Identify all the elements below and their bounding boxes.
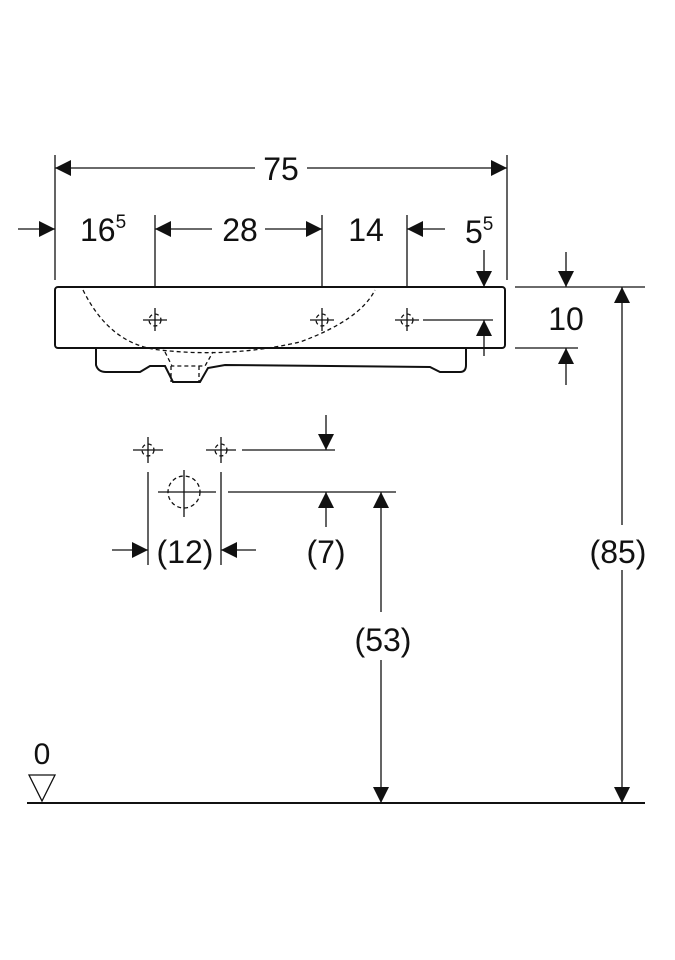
dim-label-12: (12) xyxy=(157,534,214,570)
dim-label-16-5: 165 xyxy=(80,212,126,248)
crosshair-icon xyxy=(206,437,236,463)
crosshair-icon xyxy=(310,308,334,331)
crosshair-icon xyxy=(143,308,167,331)
dim-label-53: (53) xyxy=(355,622,412,658)
dim-rim-depth: 10 xyxy=(515,252,645,385)
dim-label-85: (85) xyxy=(590,534,647,570)
drain-markers: (7) (12) xyxy=(112,415,396,570)
dim-label-75: 75 xyxy=(263,151,299,187)
dim-label-5-5: 55 xyxy=(465,214,493,250)
washbasin-outline xyxy=(54,286,506,383)
crosshair-icon xyxy=(395,308,419,331)
dim-total-height: (85) xyxy=(590,287,647,803)
dim-label-7: (7) xyxy=(306,534,345,570)
crosshair-icon xyxy=(133,437,163,463)
dim-drain-height: (53) xyxy=(355,492,412,803)
dim-label-14: 14 xyxy=(348,212,384,248)
level-triangle-icon xyxy=(27,774,57,803)
dim-hole-positions: 165 28 14 55 xyxy=(18,212,493,305)
dim-total-width: 75 xyxy=(54,151,508,280)
dim-label-28: 28 xyxy=(222,212,258,248)
dim-label-10: 10 xyxy=(548,301,584,337)
floor-reference: 0 xyxy=(27,738,645,804)
dim-label-0: 0 xyxy=(34,738,51,771)
